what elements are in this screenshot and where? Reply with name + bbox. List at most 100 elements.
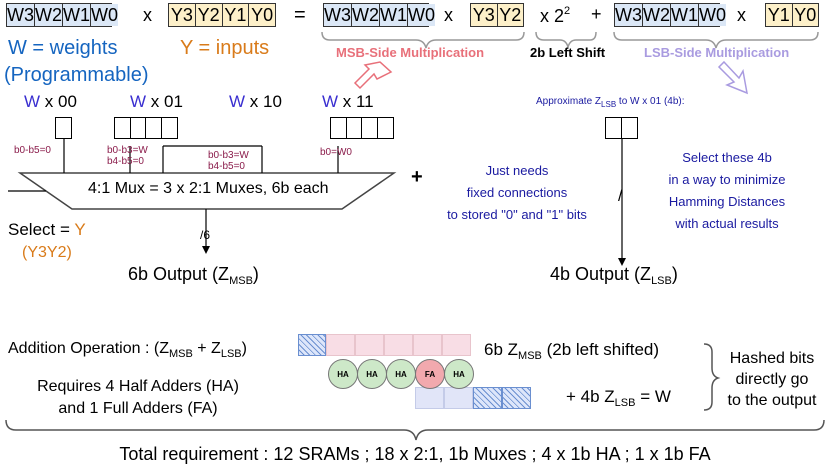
left-shift-label: 2b Left Shift <box>530 45 606 60</box>
shift-base: x 2 <box>540 6 565 26</box>
output-text: 4b Output (Z <box>550 264 652 284</box>
conn-label-x10-low: b0-b3=W <box>208 150 249 161</box>
bit-label: Y3 <box>170 4 193 25</box>
bit-label: W1 <box>671 4 698 25</box>
note-line: with actual results <box>675 216 779 231</box>
note-line: Hamming Distances <box>668 194 786 209</box>
multiplier-text: x 10 <box>245 92 282 111</box>
output-end: ) <box>252 264 259 284</box>
w3-cell: W3 <box>615 4 643 26</box>
bus-width-label: /6 <box>200 228 211 242</box>
op-lsb: LSB <box>220 348 242 360</box>
total-brace <box>5 419 825 441</box>
addition-op-label: Addition Operation : (ZMSB + ZLSB) <box>8 340 247 360</box>
desc-end: = W <box>635 387 671 406</box>
op-msb: MSB <box>168 348 193 360</box>
multiplier-text: x 11 <box>338 92 374 111</box>
fixed-connections-note: Just needs fixed connections to stored "… <box>432 160 602 226</box>
hashed-bits-note: Hashed bits directly go to the output <box>714 348 830 411</box>
msb-brace <box>321 31 525 49</box>
msb-input-x00: W x 00 <box>24 92 77 112</box>
req-line: Requires 4 Half Adders (HA) <box>37 378 239 395</box>
shift-factor: x 22 <box>540 5 570 27</box>
msb-side-label: MSB-Side Multiplication <box>336 45 485 60</box>
times-sign: x <box>444 5 453 25</box>
bit-label: Y2 <box>197 4 220 25</box>
conn-label-x01-high: b4-b5=0 <box>107 156 144 167</box>
sram-4bit-a <box>114 117 178 144</box>
output-text: 6b Output (Z <box>128 264 230 284</box>
w0-cell: W0 <box>408 4 435 26</box>
shift-brace <box>535 31 597 50</box>
lsb-arrow <box>717 60 748 95</box>
sram-cell <box>129 117 147 139</box>
bit-label: Y0 <box>794 4 817 25</box>
bit-label: W2 <box>352 4 379 25</box>
bit-label: W3 <box>7 4 34 25</box>
conn-label-x11: b0=W0 <box>320 147 352 158</box>
w1-cell: W1 <box>380 4 408 26</box>
legend-weights: W = weights <box>8 37 118 59</box>
approx-text: Approximate Z <box>536 96 602 107</box>
times-sign: x <box>737 5 746 25</box>
note-line: fixed connections <box>466 185 568 200</box>
total-requirement: Total requirement : 12 SRAMs ; 18 x 2:1,… <box>119 444 711 464</box>
note-line: Select these 4b <box>682 150 772 165</box>
select-label: Select = Y <box>8 220 86 240</box>
hashed-bit <box>473 387 502 409</box>
w-register-2: W3 W2 W1 W0 <box>323 3 435 27</box>
w-symbol: W <box>24 92 41 111</box>
select-text: Select = <box>8 220 75 239</box>
msb-input-x01: W x 01 <box>130 92 183 112</box>
msb-input-x10: W x 10 <box>229 92 282 112</box>
conn-label-x01-low: b0-b3=W <box>107 145 148 156</box>
conn-label-x00: b0-b5=0 <box>14 145 51 156</box>
bit-label: Y1 <box>767 4 790 25</box>
hashed-brace <box>703 343 721 411</box>
sram-cell <box>361 117 378 139</box>
w-symbol: W <box>130 92 147 111</box>
bit-label: W0 <box>91 4 118 25</box>
msb-bit <box>413 334 442 356</box>
w0-cell: W0 <box>699 4 726 26</box>
msb-bit <box>384 334 413 356</box>
op-text: Addition Operation : (Z <box>8 340 169 357</box>
sram-cell <box>620 117 638 139</box>
output-end: ) <box>671 264 678 284</box>
panel-plus-sign: + <box>411 166 423 188</box>
desc-text: + 4b Z <box>566 387 615 406</box>
y0-cell: Y0 <box>249 4 275 26</box>
y-register-msb: Y3 Y2 <box>470 3 524 27</box>
desc-sub: LSB <box>614 397 636 409</box>
bit-label: Y0 <box>251 4 274 25</box>
w2-cell: W2 <box>352 4 380 26</box>
legend-programmable: (Programmable) <box>4 64 149 86</box>
bit-label: Y3 <box>472 4 495 25</box>
msb-bit <box>326 334 355 356</box>
y3-cell: Y3 <box>169 4 196 26</box>
w0-cell: W0 <box>91 4 118 26</box>
select-bits: (Y3Y2) <box>22 244 72 261</box>
msb-shifted-desc: 6b ZMSB (2b left shifted) <box>484 340 659 362</box>
hamming-note: Select these 4b in a way to minimize Ham… <box>638 147 816 235</box>
bit-label: W1 <box>63 4 90 25</box>
lsb-output-label: 4b Output (ZLSB) <box>550 264 678 287</box>
msb-output-label: 6b Output (ZMSB) <box>128 264 259 287</box>
shift-exponent: 2 <box>564 5 571 17</box>
multiplier-text: x 01 <box>146 92 183 111</box>
note-line: to stored "0" and "1" bits <box>447 207 587 222</box>
lsb-bit <box>444 387 473 409</box>
y3-cell: Y3 <box>471 4 498 26</box>
msb-bit-row <box>298 334 471 356</box>
w2-cell: W2 <box>35 4 63 26</box>
desc-text: 6b Z <box>484 340 519 359</box>
op-plus: + Z <box>192 340 221 357</box>
times-sign: x <box>143 5 152 25</box>
note-line: directly go <box>735 371 809 388</box>
note-line: to the output <box>727 392 817 409</box>
lsb-side-label: LSB-Side Multiplication <box>644 45 790 60</box>
w3-cell: W3 <box>7 4 35 26</box>
op-end: ) <box>241 340 247 357</box>
conn-label-x10-high: b4-b5=0 <box>208 161 245 172</box>
equals-sign: = <box>294 4 306 26</box>
